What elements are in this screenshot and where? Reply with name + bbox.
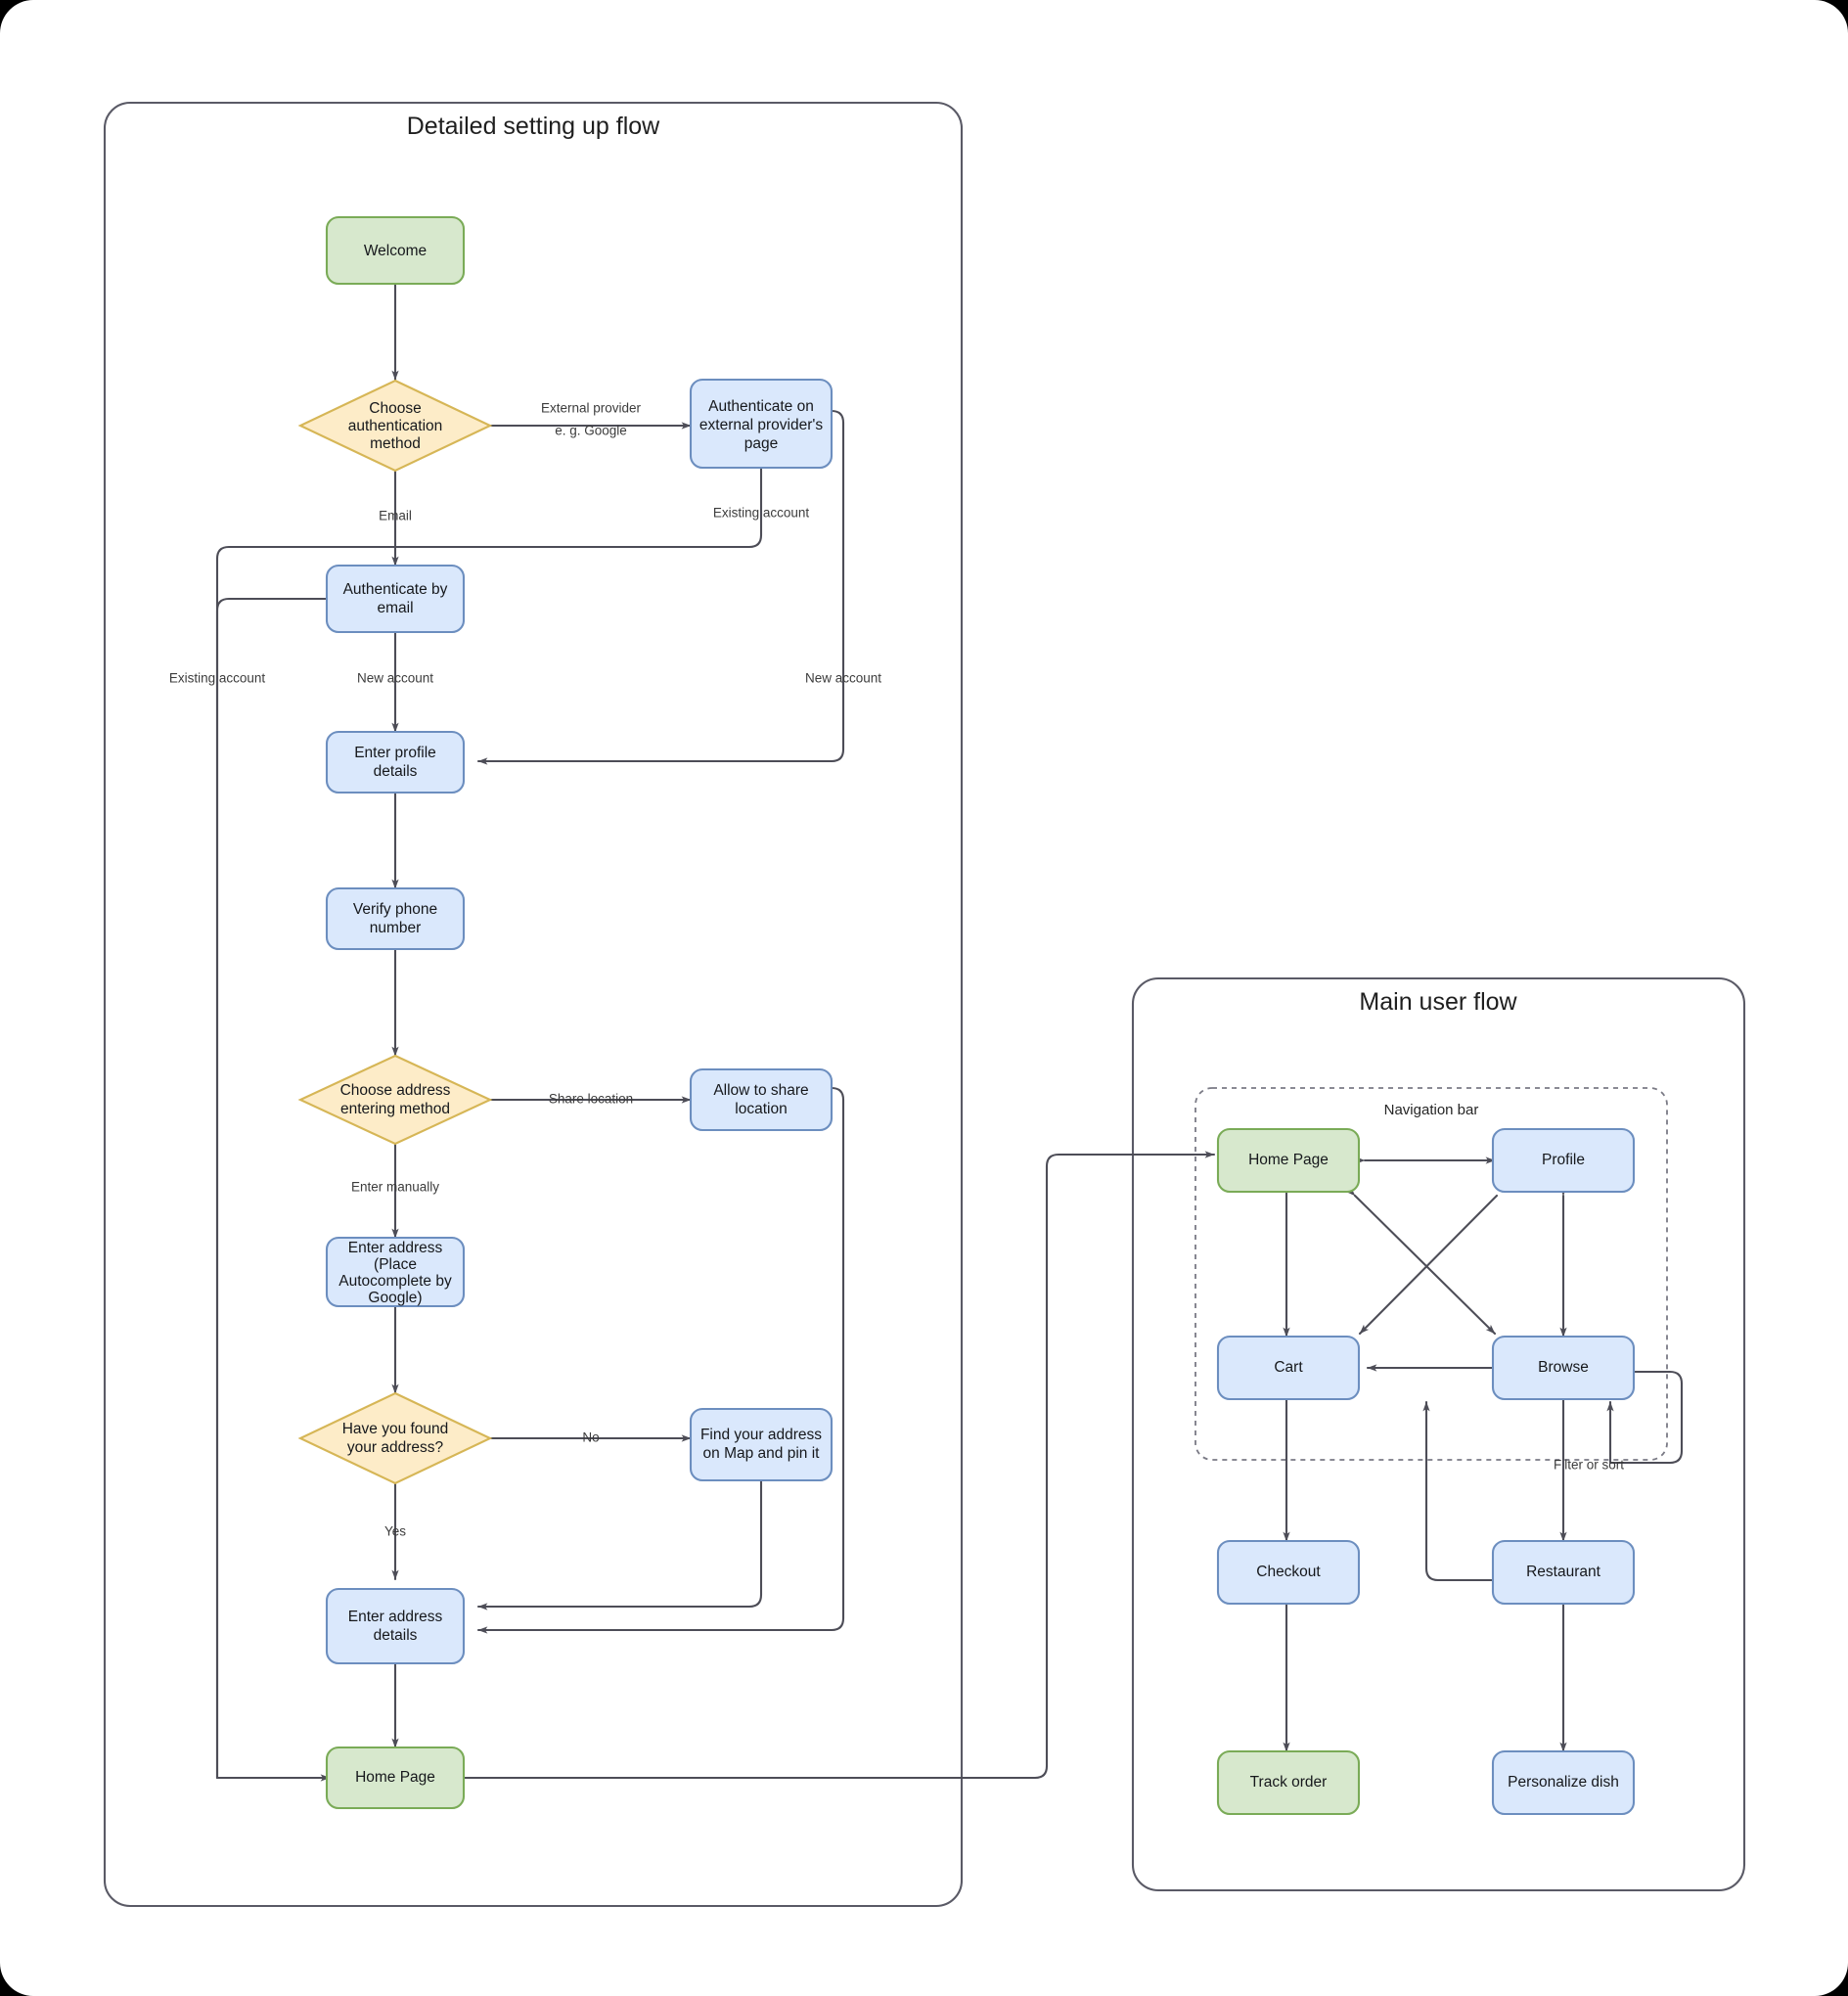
edge-label-enter-manually: Enter manually: [351, 1180, 439, 1195]
node-browse[interactable]: Browse: [1491, 1335, 1636, 1401]
node-auth-email-label-2: email: [377, 600, 413, 616]
node-verify-phone-number[interactable]: Verify phone number: [325, 886, 466, 951]
node-track-order[interactable]: Track order: [1216, 1749, 1361, 1816]
node-authenticate-on-external-provider[interactable]: Authenticate on external provider's page: [689, 378, 834, 470]
edge-label-new-account-external: New account: [805, 671, 881, 686]
node-allow-to-share-location[interactable]: Allow to share location: [689, 1067, 834, 1132]
node-auth-external-label-2: external provider's: [699, 417, 823, 433]
node-find-address-on-map[interactable]: Find your address on Map and pin it: [689, 1407, 834, 1482]
edge-label-existing-account-external: Existing account: [713, 506, 810, 521]
node-cart-label: Cart: [1274, 1359, 1303, 1376]
node-share-location-label-1: Allow to share: [713, 1082, 808, 1099]
node-checkout-label: Checkout: [1256, 1564, 1321, 1580]
edge-label-yes: Yes: [384, 1524, 406, 1539]
node-enter-address-autocomplete[interactable]: Enter address (Place Autocomplete by Goo…: [325, 1236, 466, 1308]
panel-setup-flow: [103, 101, 964, 1908]
edge-label-no: No: [582, 1430, 599, 1445]
edge-restaurant-to-cart: [1422, 1400, 1497, 1582]
node-have-you-found-your-address[interactable]: Have you found your address?: [297, 1391, 493, 1485]
node-auth-external-label-3: page: [744, 435, 778, 452]
node-checkout[interactable]: Checkout: [1216, 1539, 1361, 1606]
panel-main-title: Main user flow: [1359, 988, 1517, 1016]
edge-label-external-provider-2: e. g. Google: [555, 424, 627, 438]
node-find-on-map-label-1: Find your address: [700, 1427, 822, 1443]
node-auth-email-label-1: Authenticate by: [343, 581, 448, 598]
node-share-location-label-2: location: [735, 1101, 787, 1117]
edge-label-email: Email: [379, 509, 412, 523]
edge-share-location-to-address-details: [476, 1086, 845, 1634]
group-navigation-bar-label: Navigation bar: [1384, 1102, 1479, 1118]
edge-label-new-account-email: New account: [357, 671, 433, 686]
node-found-address-label-1: Have you found: [342, 1421, 449, 1437]
node-restaurant[interactable]: Restaurant: [1491, 1539, 1636, 1606]
node-choose-auth-label-2: authentication: [348, 418, 443, 434]
node-home-page-setup-label: Home Page: [355, 1769, 435, 1786]
node-address-details-label-2: details: [374, 1627, 418, 1644]
node-choose-auth-label-3: method: [370, 435, 421, 452]
node-enter-profile-details[interactable]: Enter profile details: [325, 730, 466, 794]
node-address-details-label-1: Enter address: [348, 1609, 443, 1625]
edge-external-existing-account: [215, 466, 763, 1780]
edge-home-to-browse: [1345, 1186, 1497, 1336]
node-enter-address-label-1: Enter address: [348, 1240, 443, 1256]
edge-profile-to-cart: [1358, 1194, 1499, 1336]
node-home-page-main-label: Home Page: [1248, 1152, 1329, 1168]
node-welcome[interactable]: Welcome: [325, 215, 466, 286]
node-auth-external-label-1: Authenticate on: [708, 398, 814, 415]
node-verify-phone-label-2: number: [370, 920, 422, 936]
node-choose-address-label-2: entering method: [340, 1101, 450, 1117]
node-choose-address-label-1: Choose address: [340, 1082, 451, 1099]
node-choose-auth-label-1: Choose: [369, 400, 421, 417]
node-restaurant-label: Restaurant: [1526, 1564, 1601, 1580]
node-choose-address-entering-method[interactable]: Choose address entering method: [297, 1054, 493, 1146]
node-welcome-label: Welcome: [364, 243, 427, 259]
node-enter-address-label-3: Autocomplete by: [338, 1273, 452, 1290]
edge-left-home-to-main-home: [460, 1151, 1216, 1780]
node-home-page-main[interactable]: Home Page: [1216, 1127, 1361, 1194]
edge-external-new-account: [476, 409, 845, 765]
node-profile[interactable]: Profile: [1491, 1127, 1636, 1194]
edge-map-to-address-details: [476, 1478, 763, 1610]
edge-label-filter-or-sort: Filter or sort: [1554, 1458, 1624, 1473]
node-enter-address-label-4: Google): [368, 1290, 422, 1306]
group-navigation-bar: [1194, 1087, 1668, 1461]
node-profile-details-label-1: Enter profile: [354, 745, 436, 761]
node-authenticate-by-email[interactable]: Authenticate by email: [325, 564, 466, 634]
node-found-address-label-2: your address?: [347, 1439, 444, 1456]
node-find-on-map-label-2: on Map and pin it: [703, 1445, 821, 1462]
node-track-order-label: Track order: [1250, 1774, 1328, 1791]
node-cart[interactable]: Cart: [1216, 1335, 1361, 1401]
node-browse-label: Browse: [1538, 1359, 1589, 1376]
node-home-page-setup[interactable]: Home Page: [325, 1746, 466, 1810]
node-profile-details-label-2: details: [374, 763, 418, 780]
node-enter-address-details[interactable]: Enter address details: [325, 1587, 466, 1665]
edge-label-share-location: Share location: [549, 1092, 633, 1107]
edge-email-existing-account: [215, 597, 332, 1780]
panel-main-flow: [1131, 976, 1746, 1892]
node-choose-authentication-method[interactable]: Choose authentication method: [297, 379, 493, 473]
node-profile-label: Profile: [1542, 1152, 1585, 1168]
node-personalize-dish[interactable]: Personalize dish: [1491, 1749, 1636, 1816]
node-personalize-dish-label: Personalize dish: [1508, 1774, 1619, 1791]
edge-browse-filter-or-sort-loop: [1606, 1370, 1684, 1465]
panel-setup-title: Detailed setting up flow: [407, 113, 660, 140]
edge-label-existing-account-email: Existing account: [169, 671, 266, 686]
node-enter-address-label-2: (Place: [374, 1256, 417, 1273]
node-verify-phone-label-1: Verify phone: [353, 901, 437, 918]
edge-label-external-provider: External provider: [541, 401, 642, 416]
